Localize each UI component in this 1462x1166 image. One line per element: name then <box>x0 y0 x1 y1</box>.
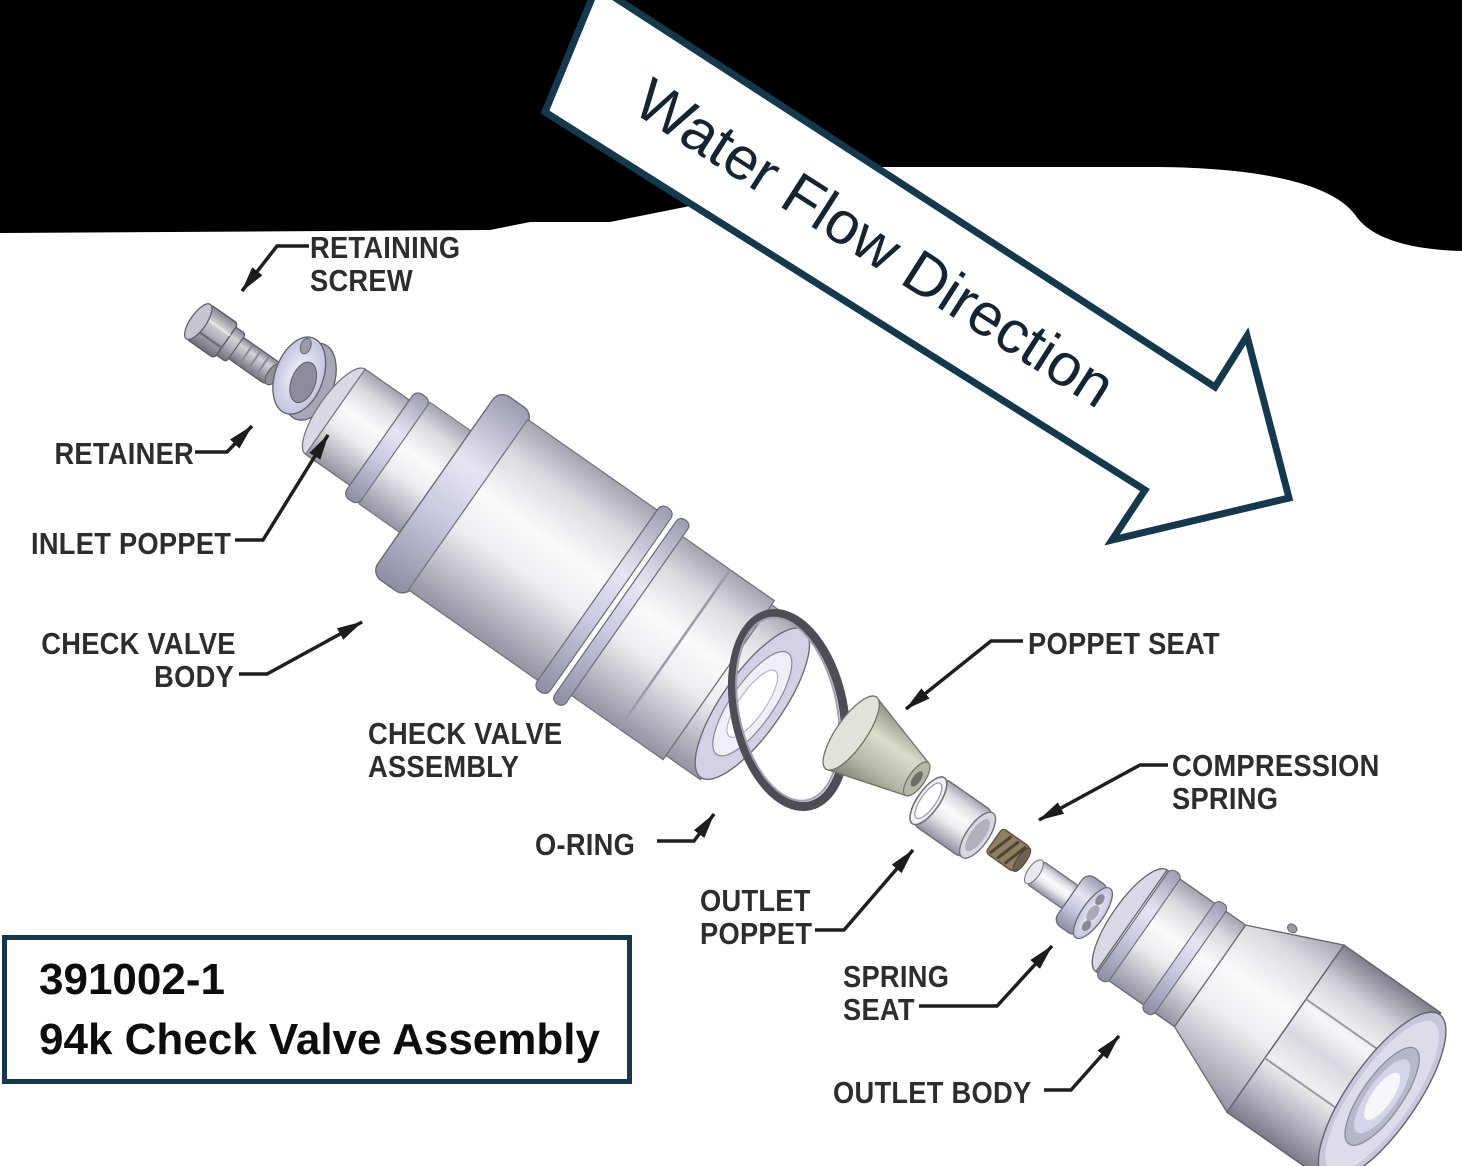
label-outlet-poppet: OUTLET POPPET <box>700 883 813 951</box>
o-ring-drawing <box>727 608 851 812</box>
leader-inlet-poppet <box>235 434 330 542</box>
label-outlet-body: OUTLET BODY <box>833 1075 1032 1110</box>
part-number: 391002-1 <box>39 955 225 1004</box>
compression-spring-drawing <box>986 828 1032 873</box>
poppet-seat-drawing <box>822 695 931 797</box>
leader-compression-spring <box>1038 763 1168 822</box>
leader-outlet-body <box>1044 1034 1121 1092</box>
leader-lines <box>195 244 1168 1092</box>
label-o-ring: O-RING <box>535 827 636 862</box>
water-flow-arrow <box>540 0 1294 546</box>
leader-retainer <box>195 424 254 454</box>
leader-check-valve-body <box>239 620 363 676</box>
label-inlet-poppet: INLET POPPET <box>31 526 232 561</box>
label-spring-seat: SPRING SEAT <box>843 959 950 1027</box>
label-retaining-screw: RETAINING SCREW <box>310 230 461 298</box>
label-check-valve-assembly: CHECK VALVE ASSEMBLY <box>368 716 563 784</box>
retaining-screw-drawing <box>184 303 283 386</box>
label-retainer: RETAINER <box>54 436 194 471</box>
leader-outlet-poppet <box>815 848 915 932</box>
label-check-valve-body: CHECK VALVE BODY <box>41 626 236 694</box>
leader-spring-seat <box>919 944 1054 1008</box>
assembly-name: 94k Check Valve Assembly <box>39 1015 600 1064</box>
check-valve-body-drawing <box>301 367 811 781</box>
label-poppet-seat: POPPET SEAT <box>1028 626 1220 661</box>
leader-o-ring <box>657 812 716 843</box>
leader-poppet-seat <box>904 639 1023 711</box>
label-compression-spring: COMPRESSION SPRING <box>1172 748 1380 816</box>
spring-seat-drawing <box>1024 859 1114 940</box>
leader-retaining-screw <box>240 244 309 293</box>
outlet-body-drawing <box>1091 868 1447 1166</box>
part-number-box: 391002-1 94k Check Valve Assembly <box>2 935 632 1084</box>
outlet-poppet-drawing <box>909 776 997 859</box>
